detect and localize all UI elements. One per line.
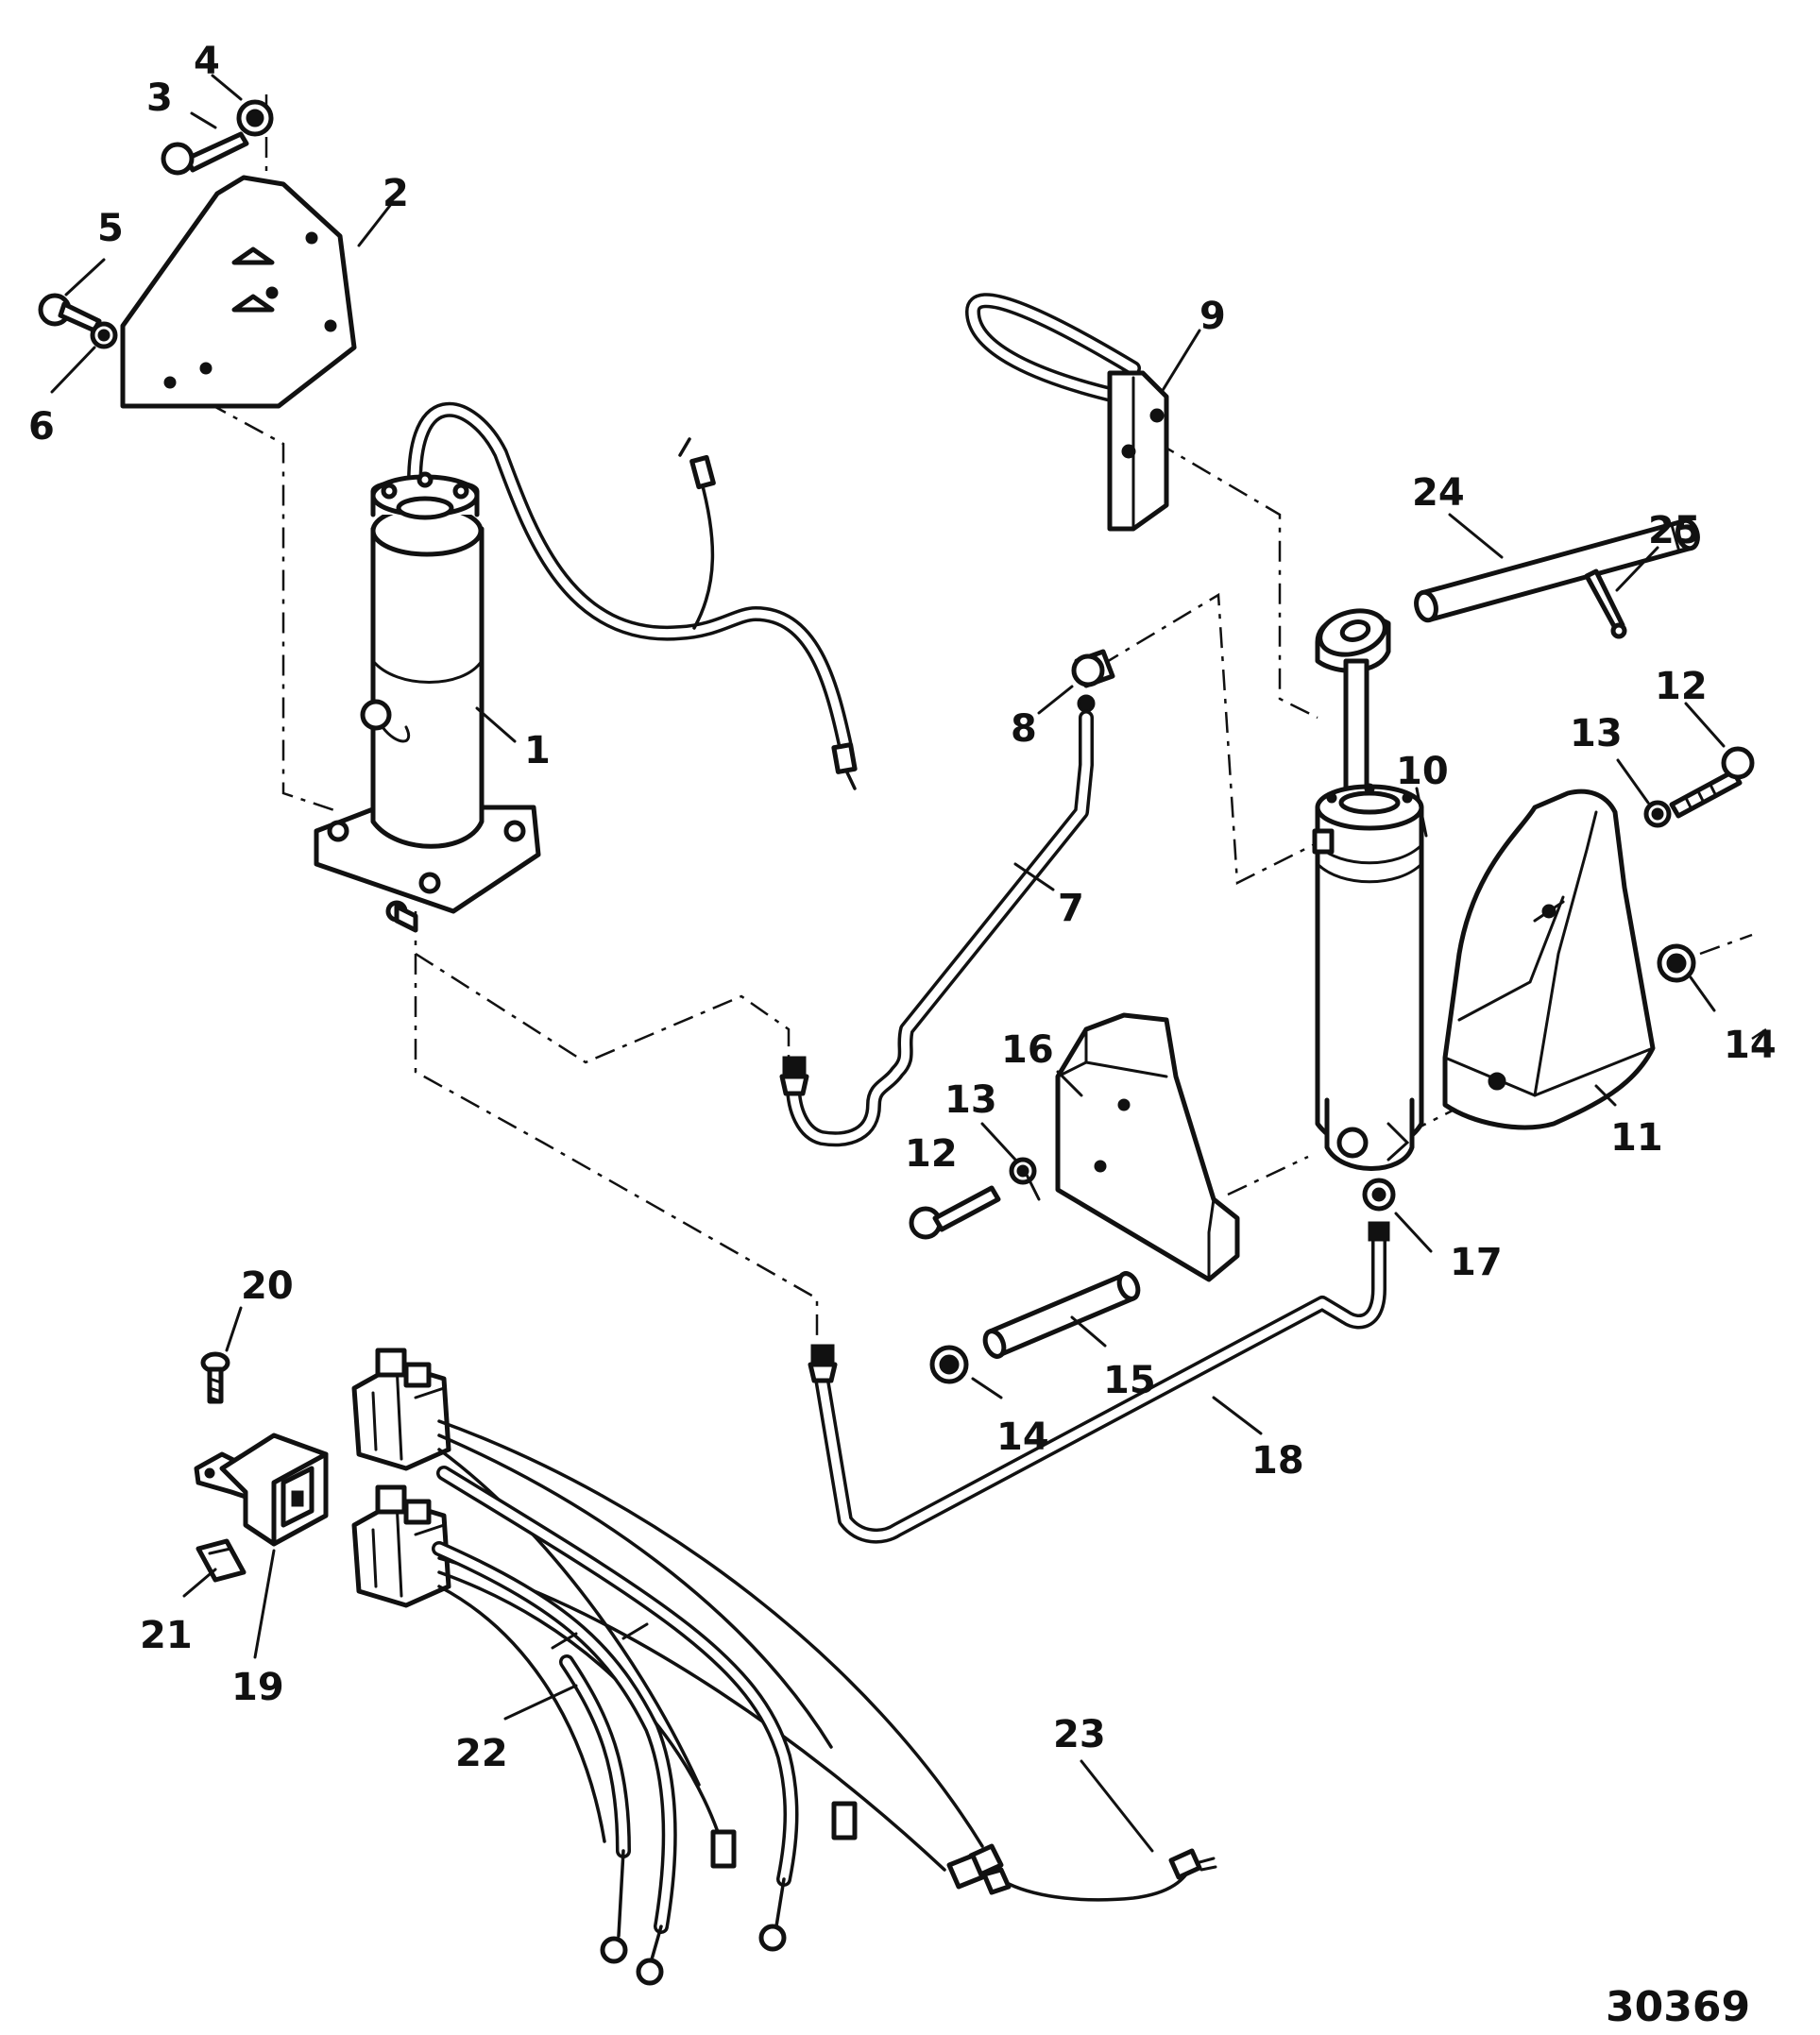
callout-25: 25 [1648, 509, 1701, 552]
callout-14-left: 14 [996, 1416, 1049, 1459]
bolt-part-12-right [1669, 746, 1755, 819]
callout-7: 7 [1058, 887, 1084, 930]
callout-5: 5 [97, 207, 124, 250]
mounting-plate-part-2 [120, 175, 357, 409]
callout-4: 4 [194, 40, 220, 83]
nut-part-14-right [1657, 943, 1696, 983]
callout-23: 23 [1053, 1713, 1106, 1756]
hydraulic-tube-part-18 [808, 1221, 1390, 1544]
callout-11: 11 [1610, 1116, 1663, 1160]
callout-13-left: 13 [944, 1078, 997, 1122]
clip-part-21 [196, 1538, 247, 1583]
screw-part-20 [200, 1351, 230, 1404]
callout-labels: 1 2 3 4 5 6 7 8 9 10 11 12 12 13 13 14 1… [28, 40, 1777, 1775]
callout-14-right: 14 [1724, 1024, 1777, 1067]
callout-2: 2 [383, 172, 409, 215]
callout-8: 8 [1011, 707, 1037, 751]
washer-part-13-right [1643, 800, 1672, 828]
fitting-part-17 [1362, 1178, 1396, 1212]
lead-wire-part-23 [981, 1848, 1217, 1902]
bolt-part-5 [38, 293, 102, 333]
callout-22: 22 [455, 1732, 508, 1775]
callout-10: 10 [1396, 750, 1449, 793]
pin-part-24 [1414, 517, 1700, 623]
callout-16: 16 [1001, 1028, 1054, 1072]
wiring-harness-part-22 [351, 1348, 1004, 1986]
callout-21: 21 [140, 1614, 193, 1657]
washer-part-6 [90, 321, 118, 349]
callout-20: 20 [241, 1264, 294, 1308]
callout-leaders [50, 74, 1726, 1853]
bolt-part-3 [161, 131, 249, 176]
callout-18: 18 [1251, 1439, 1304, 1483]
callout-1: 1 [524, 729, 551, 772]
clip-part-9 [965, 293, 1169, 532]
callout-12-left: 12 [905, 1132, 958, 1176]
bolt-part-12-left [909, 1185, 1001, 1240]
relay-part-19 [194, 1433, 329, 1547]
mount-bracket-part-16 [1055, 1012, 1240, 1282]
nut-part-14-left [929, 1345, 969, 1384]
cotter-pin-part-25 [1584, 568, 1627, 639]
callout-12-right: 12 [1655, 665, 1708, 708]
callout-15: 15 [1103, 1359, 1156, 1402]
washer-part-13-left [1009, 1157, 1037, 1185]
nut-part-4 [236, 99, 274, 137]
callout-6: 6 [28, 405, 55, 449]
pin-part-15 [982, 1271, 1141, 1359]
callout-17: 17 [1450, 1241, 1503, 1284]
callout-3: 3 [146, 76, 173, 120]
drawing-reference-number: 30369 [1606, 1983, 1750, 2031]
mount-bracket-part-11 [1442, 789, 1656, 1130]
trim-cylinder-part-10 [1312, 608, 1424, 1171]
pump-motor-part-1 [314, 401, 858, 933]
callout-13-right: 13 [1570, 712, 1623, 755]
callout-19: 19 [231, 1666, 284, 1709]
callout-24: 24 [1412, 471, 1465, 515]
fitting-part-8 [1071, 649, 1115, 713]
callout-9: 9 [1199, 295, 1226, 338]
hydraulic-tube-part-7 [779, 710, 1094, 1147]
